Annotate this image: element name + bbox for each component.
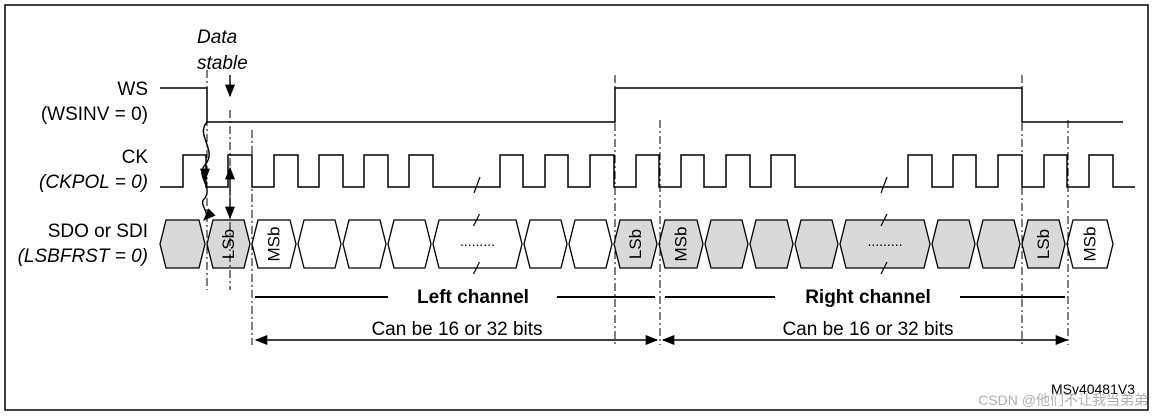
cell-break-mark bbox=[472, 261, 481, 275]
ck-break-mark bbox=[880, 176, 888, 194]
ws-waveform bbox=[160, 87, 1123, 123]
ws-label: WS bbox=[117, 79, 148, 100]
sdo-label: SDO or SDI bbox=[48, 221, 148, 242]
left-channel-label: Left channel bbox=[417, 287, 529, 308]
data-cell bbox=[297, 219, 342, 269]
cell-break-mark bbox=[880, 261, 888, 275]
lsbfrst-label: (LSBFRST = 0) bbox=[18, 246, 148, 267]
ck-break-mark bbox=[473, 176, 481, 194]
timing-markers bbox=[206, 70, 1069, 345]
right-channel-label: Right channel bbox=[805, 287, 931, 308]
cell-break-mark bbox=[472, 213, 481, 227]
data-cell bbox=[432, 219, 523, 269]
data-stable-label-line1: Data bbox=[197, 27, 237, 48]
cell-break-mark bbox=[880, 213, 888, 227]
data-cell bbox=[794, 219, 839, 269]
ck-pol-label: (CKPOL = 0) bbox=[39, 172, 148, 193]
right-bits-label: Can be 16 or 32 bits bbox=[782, 319, 953, 340]
cell-ellipsis: ......... bbox=[460, 233, 495, 249]
sdo-data-cells: LSb MSb......... LSb MSb......... LSb MSb bbox=[159, 213, 1114, 275]
watermark: CSDN @他们不让我当弟弟 bbox=[978, 392, 1148, 408]
msb-label: MSb bbox=[672, 227, 691, 262]
data-cell bbox=[1066, 219, 1114, 269]
lsb-label: LSb bbox=[219, 229, 238, 259]
data-cell bbox=[839, 219, 931, 269]
diagram-border bbox=[4, 4, 1149, 411]
msb-label: MSb bbox=[1081, 227, 1100, 262]
data-cell bbox=[749, 219, 794, 269]
figure-id: MSv40481V3 bbox=[1051, 381, 1135, 397]
data-cell bbox=[704, 219, 749, 269]
data-cell bbox=[387, 219, 432, 269]
msb-label: MSb bbox=[265, 227, 284, 262]
ck-waveform bbox=[160, 154, 1135, 194]
left-bits-label: Can be 16 or 32 bits bbox=[371, 319, 542, 340]
data-cell bbox=[658, 219, 704, 269]
ck-label: CK bbox=[122, 147, 149, 168]
cell-ellipsis: ......... bbox=[867, 233, 902, 249]
lsb-label: LSb bbox=[1034, 229, 1053, 259]
data-cell bbox=[568, 219, 613, 269]
data-cell bbox=[523, 219, 568, 269]
data-cell bbox=[931, 219, 976, 269]
data-cell bbox=[613, 219, 658, 269]
ws-inv-label: (WSINV = 0) bbox=[41, 104, 148, 125]
data-stable-label-line2: stable bbox=[197, 53, 248, 74]
ck-clock-path bbox=[160, 154, 1135, 188]
data-cell bbox=[206, 219, 251, 269]
data-cell bbox=[976, 219, 1021, 269]
data-stable-arrows bbox=[199, 75, 236, 221]
data-cell bbox=[159, 219, 206, 269]
lsb-label: LSb bbox=[626, 229, 645, 259]
data-cell bbox=[342, 219, 387, 269]
data-cell bbox=[1021, 219, 1066, 269]
